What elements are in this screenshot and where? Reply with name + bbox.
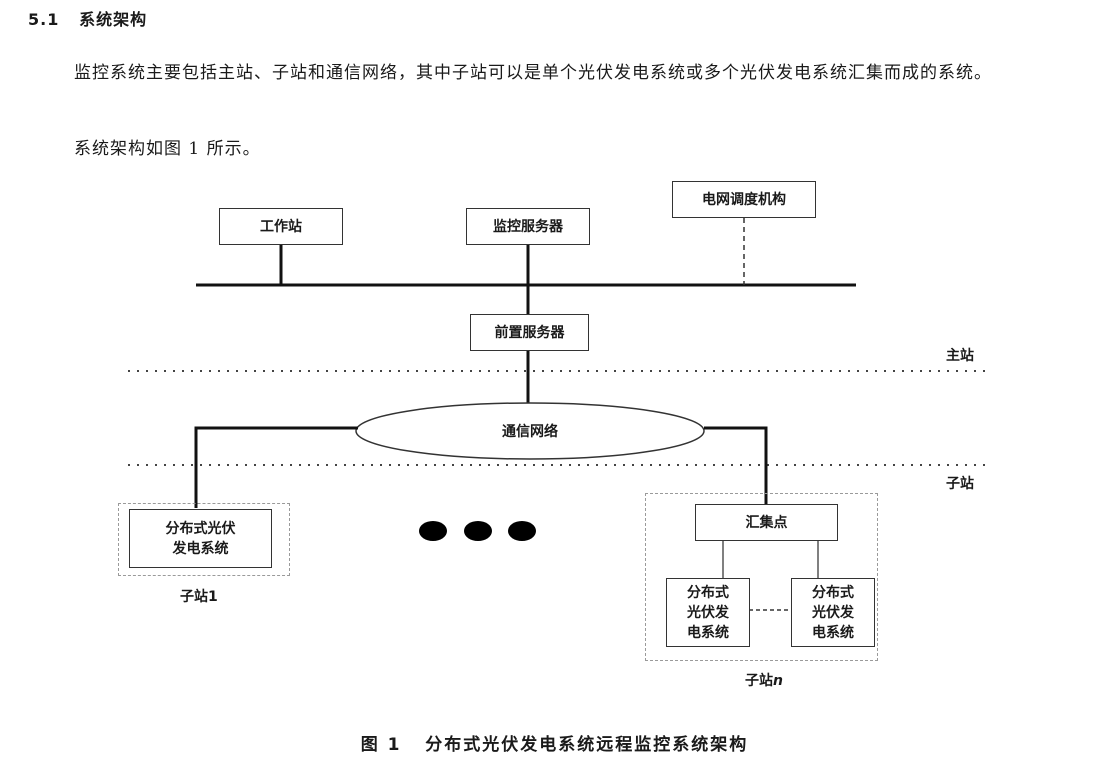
- figure-caption: 图 1 分布式光伏发电系统远程监控系统架构: [0, 730, 1109, 755]
- pv-system-left-label: 分布式 光伏发 电系统: [687, 584, 729, 641]
- comm-network-label: 通信网络: [502, 424, 558, 440]
- network-sub1-link: [194, 426, 358, 508]
- grid-dispatch-box: 电网调度机构: [672, 181, 816, 218]
- section-number: 5.1: [28, 10, 60, 29]
- substation-1-group: [118, 503, 290, 576]
- sub-zone-label: 子站: [946, 476, 974, 492]
- substation-1-pv-box: 分布式光伏 发电系统: [129, 509, 272, 568]
- substation-n-suffix: n: [773, 673, 783, 689]
- pv-system-right-label: 分布式 光伏发 电系统: [812, 584, 854, 641]
- workstation-label: 工作站: [260, 218, 302, 235]
- figure-caption-label: 图 1: [360, 735, 402, 755]
- pv-system-right-box: 分布式 光伏发 电系统: [791, 578, 875, 647]
- aggregation-point-box: 汇集点: [695, 504, 838, 541]
- pv-system-left-box: 分布式 光伏发 电系统: [666, 578, 750, 647]
- substation-n-group: [645, 493, 878, 661]
- section-title: 系统架构: [79, 10, 148, 29]
- paragraph-intro: 监控系统主要包括主站、子站和通信网络，其中子站可以是单个光伏发电系统或多个光伏发…: [74, 63, 992, 83]
- grid-dispatch-label: 电网调度机构: [702, 191, 786, 208]
- workstation-box: 工作站: [219, 208, 343, 245]
- ellipsis-dot-2: [464, 521, 492, 541]
- comm-network-ellipse: [355, 402, 705, 460]
- substation-1-label: 子站1: [180, 589, 218, 605]
- figure-caption-text: 分布式光伏发电系统远程监控系统架构: [425, 735, 749, 755]
- front-server-label: 前置服务器: [494, 324, 565, 341]
- ellipsis-dot-1: [419, 521, 447, 541]
- section-heading: 5.1 系统架构: [28, 6, 147, 30]
- substation-1-pv-label: 分布式光伏 发电系统: [165, 520, 236, 557]
- network-subn-link: [704, 426, 768, 505]
- monitoring-server-box: 监控服务器: [466, 208, 590, 245]
- front-server-box: 前置服务器: [470, 314, 589, 351]
- monitoring-server-label: 监控服务器: [493, 218, 563, 235]
- aggregation-point-label: 汇集点: [745, 514, 788, 531]
- paragraph-figure-ref: 系统架构如图 1 所示。: [74, 139, 261, 159]
- substation-n-prefix: 子站: [745, 673, 773, 689]
- ellipsis-dot-3: [508, 521, 536, 541]
- substation-n-label: 子站n: [745, 670, 783, 690]
- master-zone-label: 主站: [946, 348, 974, 364]
